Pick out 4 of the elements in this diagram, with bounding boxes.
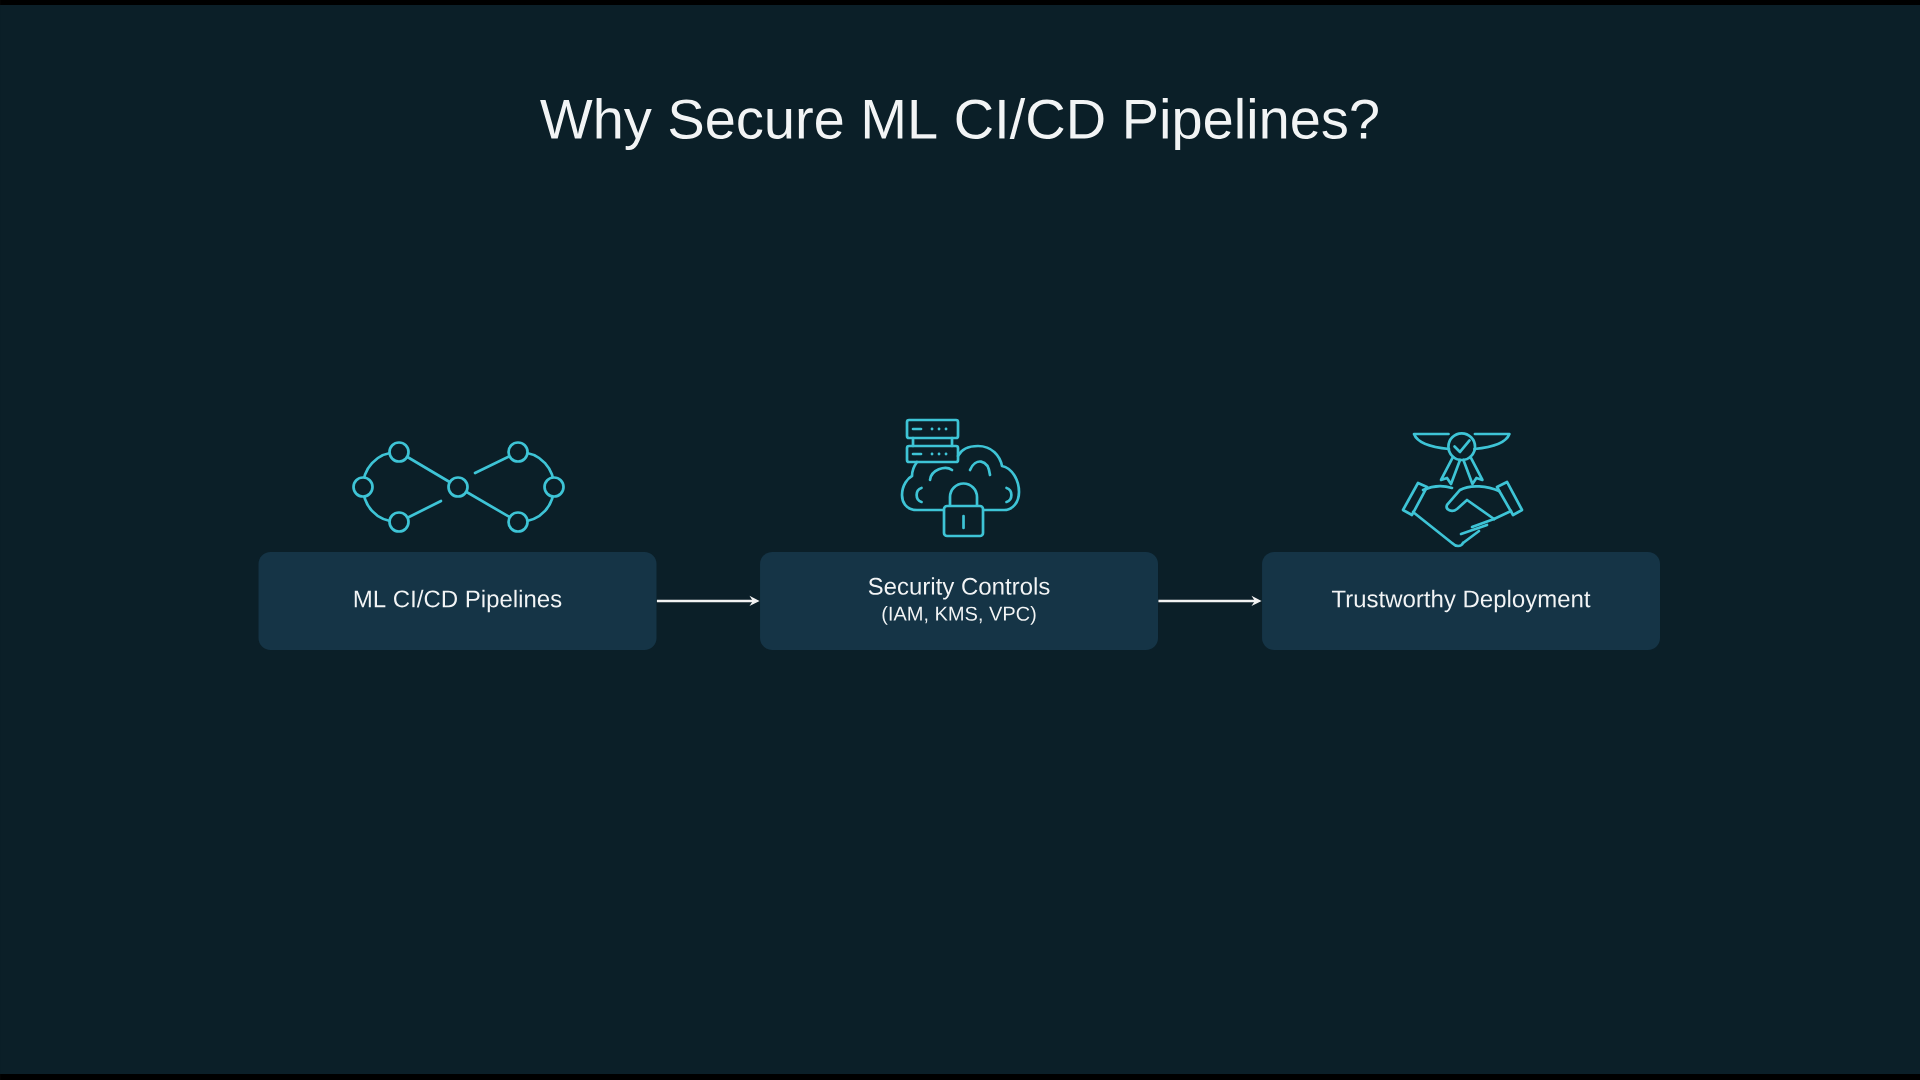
title: Why Secure ML CI/CD Pipelines? [540, 97, 1378, 151]
process-box: ML CI/CD Pipelines [258, 552, 657, 650]
process-box: Trustworthy Deployment [1262, 552, 1660, 650]
process-box: Security Controls (IAM, KMS, VPC) [760, 552, 1158, 650]
